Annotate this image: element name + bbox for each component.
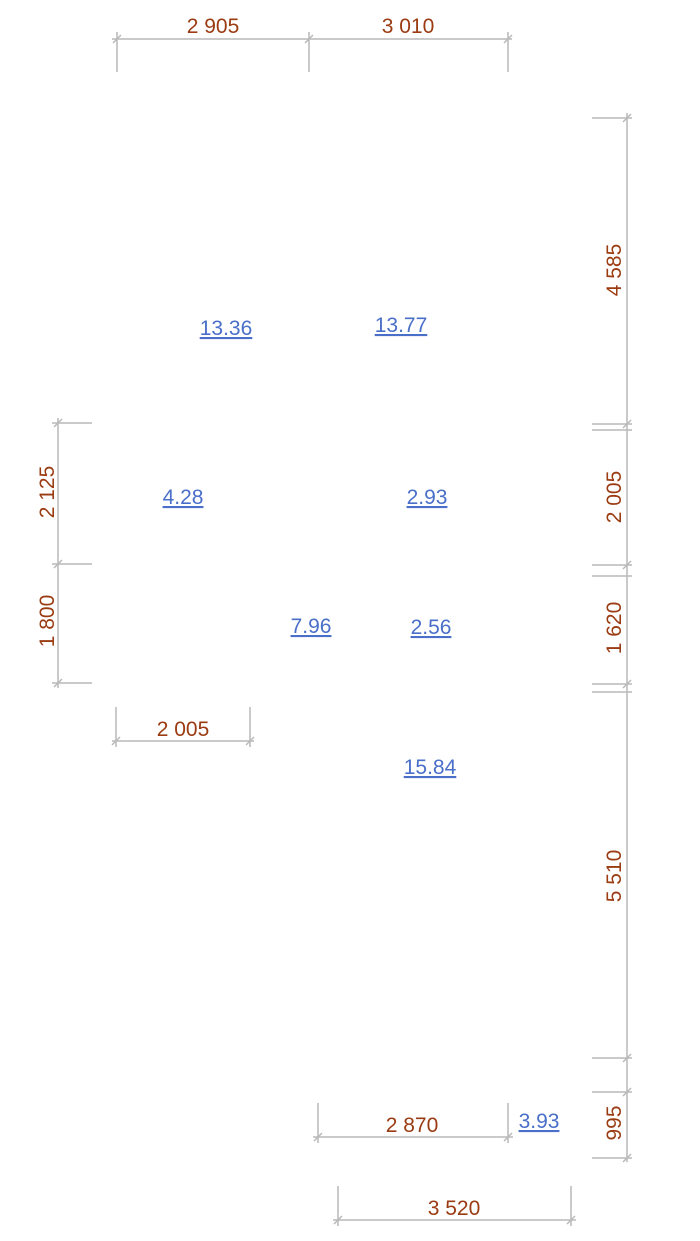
- left-dimension-group: 2 125 1 800: [36, 418, 92, 688]
- dimension-label-left-1: 2 125: [36, 466, 59, 519]
- room-area-label[interactable]: 2.93: [407, 486, 448, 509]
- tick-mark: [622, 560, 632, 570]
- dimension-label-bottom-1: 2 870: [386, 1114, 439, 1137]
- bottom-dimension-group-1: 2 870: [313, 1103, 513, 1143]
- tick-mark: [245, 736, 255, 746]
- tick-mark: [503, 1132, 513, 1142]
- right-dimension-group: 4 585 2 005 1 620 5 510 995: [592, 113, 632, 1163]
- tick-mark: [53, 418, 63, 428]
- dimension-label-right-3: 1 620: [603, 602, 626, 655]
- tick-mark: [622, 1087, 632, 1097]
- tick-mark: [313, 1132, 323, 1142]
- dimension-label-left-2: 1 800: [36, 595, 59, 648]
- dimension-label-right-5: 995: [603, 1105, 626, 1140]
- tick-mark: [566, 1215, 576, 1225]
- mid-left-dimension-group: 2 005: [111, 707, 255, 747]
- tick-mark: [503, 34, 513, 44]
- room-area-label[interactable]: 13.77: [375, 314, 428, 337]
- tick-mark: [112, 34, 122, 44]
- tick-mark: [333, 1215, 343, 1225]
- tick-mark: [53, 559, 63, 569]
- dimension-label-top-right: 3 010: [382, 15, 435, 38]
- bottom-dimension-group-2: 3 520: [333, 1186, 576, 1226]
- dimension-label-right-1: 4 585: [603, 244, 626, 297]
- room-area-labels: 13.36 13.77 4.28 2.93 7.96 2.56 15.84 3.…: [163, 314, 560, 1133]
- top-dimension-group: 2 905 3 010: [112, 15, 513, 72]
- dimension-label-mid-left: 2 005: [157, 718, 210, 741]
- room-area-label[interactable]: 2.56: [411, 616, 452, 639]
- room-area-label[interactable]: 4.28: [163, 486, 204, 509]
- tick-mark: [622, 1153, 632, 1163]
- room-area-label[interactable]: 13.36: [200, 317, 253, 340]
- tick-mark: [622, 113, 632, 123]
- tick-mark: [622, 679, 632, 689]
- room-area-label[interactable]: 15.84: [404, 756, 457, 779]
- dimension-label-right-4: 5 510: [603, 850, 626, 903]
- dimension-label-top-left: 2 905: [187, 15, 240, 38]
- dimension-label-right-2: 2 005: [603, 471, 626, 524]
- tick-mark: [53, 678, 63, 688]
- tick-mark: [622, 419, 632, 429]
- dimension-label-bottom-2: 3 520: [428, 1197, 481, 1220]
- tick-mark: [304, 34, 314, 44]
- tick-mark: [111, 736, 121, 746]
- tick-mark: [622, 1053, 632, 1063]
- room-area-label[interactable]: 3.93: [519, 1110, 560, 1133]
- room-area-label[interactable]: 7.96: [291, 615, 332, 638]
